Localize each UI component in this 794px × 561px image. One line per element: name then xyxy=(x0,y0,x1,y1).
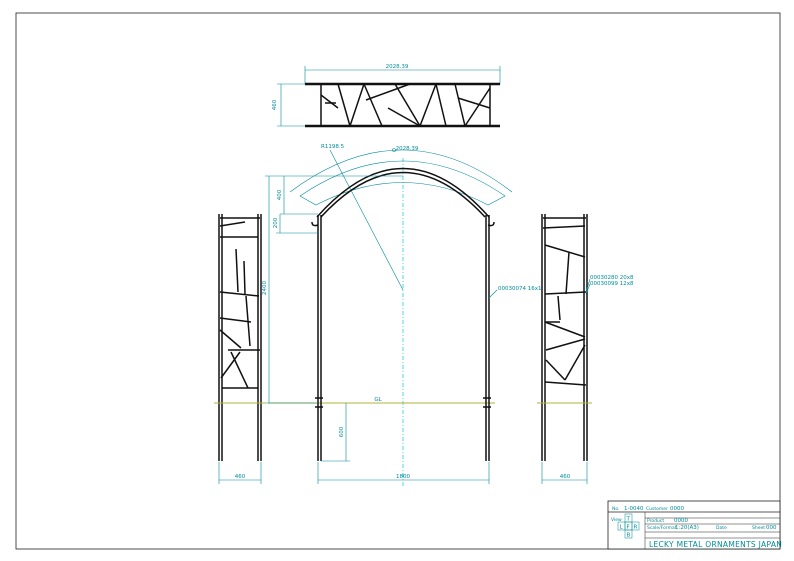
left-depth-dimension: 460 xyxy=(218,462,262,484)
member-main-label: 00030074 16x1 xyxy=(498,286,542,292)
ground-depth-dimension: 600 xyxy=(321,403,350,462)
member-a-label: 00030280 20x8 xyxy=(590,275,634,281)
view-letter-r: R xyxy=(634,525,638,531)
ground-label: GL xyxy=(374,397,382,403)
sheet-border xyxy=(15,12,781,550)
view-letter-l: L xyxy=(620,525,624,531)
scale-value: 1:20(A3) xyxy=(675,525,699,531)
top-width-label: 2028.39 xyxy=(386,64,409,70)
arch-length-arc xyxy=(289,149,513,193)
top-width-dimension: 2028.39 xyxy=(304,64,501,84)
drawing-no-label: No. xyxy=(612,506,619,512)
arch-length-label: 2028.39 xyxy=(396,146,419,152)
view-grid xyxy=(617,513,640,539)
product-label: Product xyxy=(647,518,664,524)
member-b-label: 00030099 12x8 xyxy=(590,281,634,287)
left-side-view: 460 xyxy=(214,214,266,484)
sheet-value: 000 xyxy=(766,525,777,531)
date-label: Date xyxy=(716,525,727,531)
front-width-label: 1800 xyxy=(396,474,410,480)
sheet-label: Sheet xyxy=(752,525,765,531)
arch-length-node xyxy=(392,148,396,152)
customer-label: Customer xyxy=(646,506,668,512)
arch-inner xyxy=(320,171,486,218)
member-main-leader xyxy=(488,289,498,299)
view-letter-f: F xyxy=(627,525,630,531)
product-value: 0000 xyxy=(674,518,688,524)
front-width-dimension: 1800 xyxy=(317,462,490,484)
front-view: GL 2028.39 R1198.5 2400 400 xyxy=(262,144,542,488)
side-offset-dimension: 200 xyxy=(273,214,318,234)
top-depth-dimension: 460 xyxy=(272,83,305,127)
right-depth-label: 460 xyxy=(560,474,571,480)
view-letter-t: T xyxy=(626,517,631,523)
side-offset-label: 200 xyxy=(273,217,279,228)
radius-label: R1198.5 xyxy=(321,144,345,150)
left-lattice xyxy=(219,217,260,389)
height-label: 2400 xyxy=(262,281,268,295)
left-foot-bracket xyxy=(315,397,323,408)
member-b-leader xyxy=(585,283,591,295)
arch-band-outline xyxy=(299,160,506,206)
view-label: View xyxy=(611,517,622,523)
top-lattice xyxy=(320,83,491,127)
title-block: No. 1-0040 Customer 0000 View T L F R B … xyxy=(607,500,782,550)
scale-label: Scale/Format xyxy=(647,525,677,531)
view-letter-b: B xyxy=(627,533,631,539)
left-depth-label: 460 xyxy=(235,474,246,480)
right-lattice xyxy=(542,217,587,386)
customer-value: 0000 xyxy=(670,506,684,512)
left-hook xyxy=(311,221,319,227)
right-foot-bracket xyxy=(483,397,491,408)
arch-band-dimension: 400 xyxy=(277,176,318,215)
top-view: 2028.39 460 xyxy=(272,64,501,128)
top-depth-label: 460 xyxy=(272,99,278,110)
company-name: LECKY METAL ORNAMENTS JAPAN xyxy=(649,540,782,549)
right-depth-dimension: 460 xyxy=(541,462,588,484)
drawing-no-value: 1-0040 xyxy=(624,506,644,512)
member-a-leader xyxy=(585,278,591,293)
arch-outer xyxy=(316,167,490,218)
height-dimension: 2400 xyxy=(262,175,403,404)
ground-depth-label: 600 xyxy=(339,426,345,437)
right-hook xyxy=(487,221,495,227)
right-side-view: 00030280 20x8 00030099 12x8 460 xyxy=(537,214,634,484)
radius-leader xyxy=(329,149,404,291)
arch-band-label: 400 xyxy=(277,189,283,200)
